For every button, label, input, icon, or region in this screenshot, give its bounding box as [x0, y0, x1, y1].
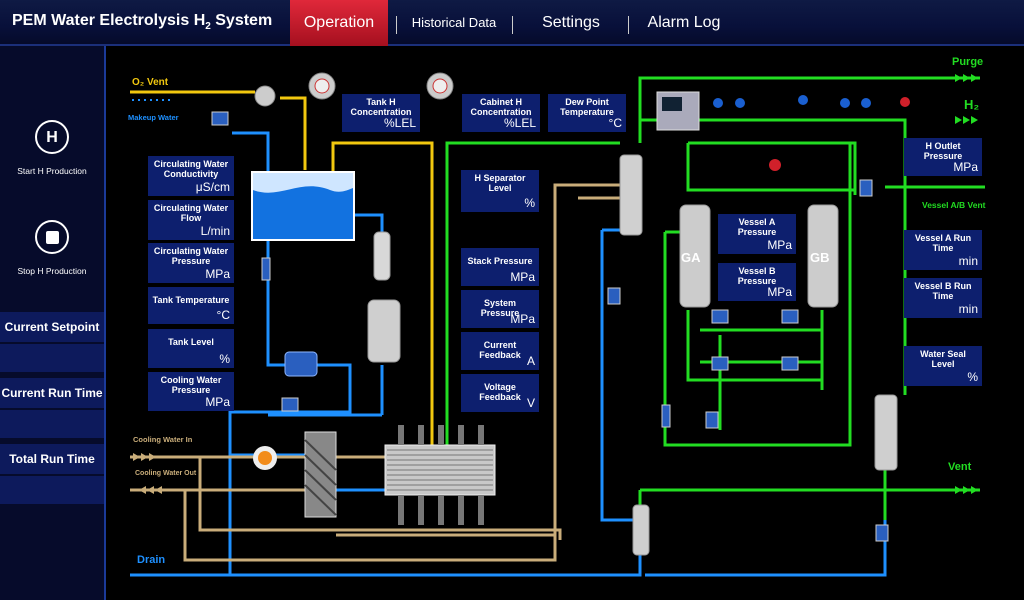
- tab-settings[interactable]: Settings: [542, 14, 600, 31]
- makeup-water-label: Makeup Water: [128, 113, 179, 122]
- total-run-time-label: Total Run Time: [0, 444, 104, 474]
- h2-label: H₂: [964, 97, 980, 112]
- current-run-time-value: [0, 410, 104, 438]
- h-separator-level-panel: H Separator Level%: [461, 170, 539, 212]
- tab-divider: [396, 16, 397, 34]
- start-production-button[interactable]: H Start H Production: [0, 120, 104, 176]
- current-setpoint-label: Current Setpoint: [0, 312, 104, 342]
- app-title: PEM Water Electrolysis H2 System: [12, 12, 273, 33]
- tab-alarm-log[interactable]: Alarm Log: [647, 14, 721, 31]
- tab-divider: [628, 16, 629, 34]
- tab-operation[interactable]: Operation: [290, 0, 388, 46]
- tab-historical-data[interactable]: Historical Data: [411, 15, 497, 30]
- total-run-time-value: [0, 476, 104, 504]
- top-bar: PEM Water Electrolysis H2 System Operati…: [0, 0, 1024, 46]
- vessel-gb-label: GB: [810, 250, 830, 265]
- stop-icon: [35, 220, 69, 254]
- water-seal-level-panel: Water Seal Level%: [904, 346, 982, 386]
- vessel-ga-label: GA: [681, 250, 701, 265]
- start-production-label: Start H Production: [17, 166, 87, 176]
- cooling-water-out-label: Cooling Water Out: [135, 470, 197, 477]
- drain-label: Drain: [137, 554, 166, 566]
- current-setpoint-value: [0, 344, 104, 372]
- vent-label: Vent: [948, 461, 972, 473]
- start-icon: H: [35, 120, 69, 154]
- vessel-vent-label: Vessel A/B Vent: [922, 200, 986, 210]
- stop-production-label: Stop H Production: [17, 266, 87, 276]
- sidebar: H Start H Production Stop H Production C…: [0, 46, 106, 600]
- current-run-time-label: Current Run Time: [0, 378, 104, 408]
- tank-level-panel: Tank Level%: [148, 329, 234, 368]
- tank-h-concentration-panel: Tank H Concentration%LEL: [342, 94, 420, 132]
- cabinet-h-concentration-panel: Cabinet H Concentration%LEL: [462, 94, 540, 132]
- dew-point-panel: Dew Point Temperature°C: [548, 94, 626, 132]
- tank-temperature-panel: Tank Temperature°C: [148, 287, 234, 324]
- tab-divider: [512, 16, 513, 34]
- cooling-water-in-label: Cooling Water In: [133, 435, 193, 444]
- o2-vent-label: O₂ Vent: [132, 77, 169, 88]
- purge-label: Purge: [952, 56, 984, 68]
- stop-production-button[interactable]: Stop H Production: [0, 220, 104, 276]
